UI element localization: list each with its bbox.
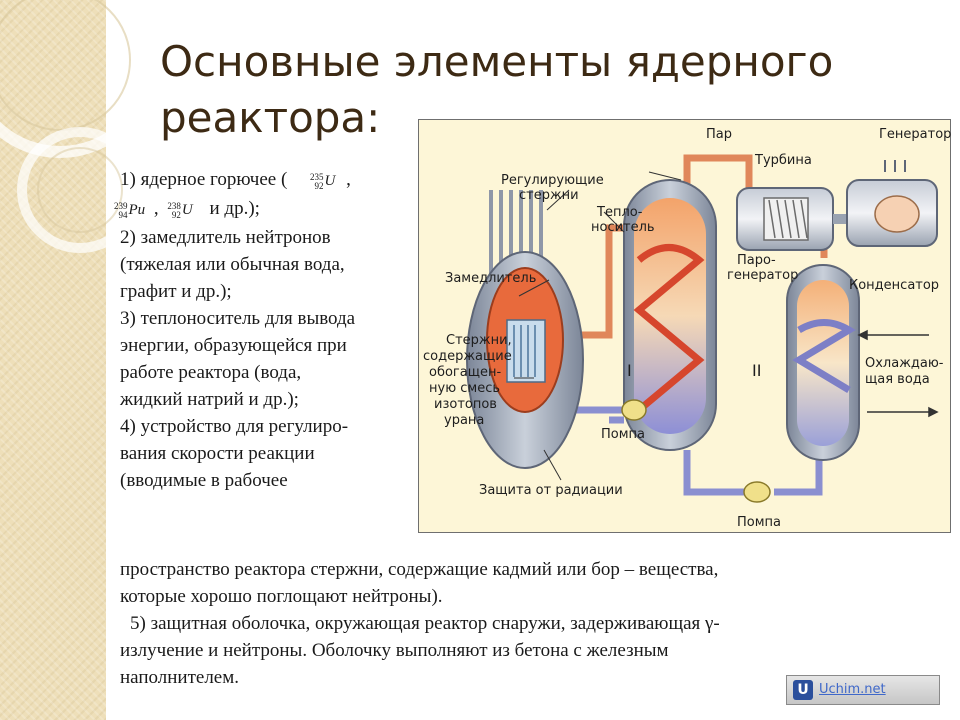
label-control-rods-1: Регулирующие bbox=[501, 173, 604, 188]
uchim-badge[interactable]: U Uchim.net bbox=[786, 675, 940, 705]
list-item-4-line-1: 4) устройство для регулиро- bbox=[120, 416, 349, 437]
bottom-line-5: наполнителем. bbox=[120, 667, 240, 688]
bottom-line-1: пространство реактора стержни, содержащи… bbox=[120, 559, 719, 580]
steam-pipe bbox=[683, 154, 753, 190]
list-item-2-line-2: (тяжелая или обычная вода, bbox=[120, 254, 345, 275]
slide-title: Основные элементы ядерного реактора: bbox=[160, 34, 920, 146]
list-item-3-line-4: жидкий натрий и др.); bbox=[120, 389, 299, 410]
reactor-schematic: Пар Генератор Турбина Регулирующие стерж… bbox=[423, 127, 951, 530]
label-steam-generator-1: Паро- bbox=[737, 253, 776, 268]
bottom-line-4: излучение и нейтроны. Оболочку выполняют… bbox=[120, 640, 669, 661]
label-pump-1: Помпа bbox=[601, 427, 645, 442]
list-item-4-line-3: (вводимые в рабочее bbox=[120, 470, 288, 491]
label-control-rods-2: стержни bbox=[519, 188, 579, 203]
label-moderator: Замедлитель bbox=[445, 271, 536, 286]
uchim-logo-icon: U bbox=[793, 680, 813, 700]
label-steam: Пар bbox=[706, 127, 732, 142]
item1-comma: , bbox=[346, 169, 351, 190]
pump-1-icon bbox=[621, 399, 647, 421]
label-pump-2: Помпа bbox=[737, 515, 781, 530]
steam-generator-coil bbox=[633, 244, 705, 413]
list-item-2-line-3: графит и др.); bbox=[120, 281, 232, 302]
item1-comma-2: , bbox=[153, 198, 159, 219]
condenser-coil bbox=[792, 319, 856, 394]
uchim-link[interactable]: Uchim.net bbox=[819, 682, 886, 697]
reactor-core bbox=[506, 319, 546, 383]
list-item-4-line-2: вания скорости реакции bbox=[120, 443, 315, 464]
label-cooling-water-2: щая вода bbox=[865, 372, 930, 387]
item1-prefix: 1) ядерное горючее ( bbox=[120, 169, 288, 190]
list-item-3-line-1: 3) теплоноситель для вывода bbox=[120, 308, 356, 329]
bottom-line-3: 5) защитная оболочка, окружающая реактор… bbox=[130, 613, 720, 634]
label-coolant-1: Тепло- bbox=[596, 205, 643, 220]
label-steam-generator-2: генератор bbox=[727, 268, 798, 283]
pump-2-icon bbox=[743, 481, 771, 503]
label-fuel-rods-1: Стержни, bbox=[446, 333, 512, 348]
label-generator: Генератор bbox=[879, 127, 951, 142]
title-line-1: Основные элементы ядерного bbox=[160, 37, 834, 86]
label-fuel-rods-2: содержащие bbox=[423, 349, 512, 364]
label-fuel-rods-4: ную смесь bbox=[429, 381, 500, 396]
secondary-return-pipe bbox=[774, 450, 823, 496]
list-item-3-line-3: работе реактора (вода, bbox=[120, 362, 302, 383]
label-cooling-water-1: Охлаждаю- bbox=[865, 356, 944, 371]
turbine-shaft bbox=[833, 214, 847, 224]
label-coolant-2: носитель bbox=[591, 220, 655, 235]
title-line-2: реактора: bbox=[160, 93, 381, 142]
label-radiation-shield: Защита от радиации bbox=[479, 483, 623, 498]
list-item-2-line-1: 2) замедлитель нейтронов bbox=[120, 227, 331, 248]
bottom-line-2: которые хорошо поглощают нейтроны). bbox=[120, 586, 443, 607]
list-item-3-line-2: энергии, образующейся при bbox=[120, 335, 347, 356]
decorative-rings bbox=[0, 0, 158, 253]
label-circuit-1: I bbox=[627, 361, 632, 380]
label-circuit-2: II bbox=[752, 361, 761, 380]
continuation-paragraph: пространство реактора стержни, содержащи… bbox=[120, 556, 920, 691]
label-fuel-rods-5: изотопов bbox=[434, 397, 497, 412]
left-decorative-strip bbox=[0, 0, 106, 720]
label-fuel-rods-3: обогащен- bbox=[429, 365, 501, 380]
reactor-diagram: Пар Генератор Турбина Регулирующие стерж… bbox=[418, 119, 951, 533]
cooling-water-arrows bbox=[857, 329, 939, 418]
label-condenser: Конденсатор bbox=[849, 278, 939, 293]
label-turbine: Турбина bbox=[754, 153, 812, 168]
item1-suffix: и др.); bbox=[209, 198, 260, 219]
label-fuel-rods-6: урана bbox=[444, 413, 484, 428]
